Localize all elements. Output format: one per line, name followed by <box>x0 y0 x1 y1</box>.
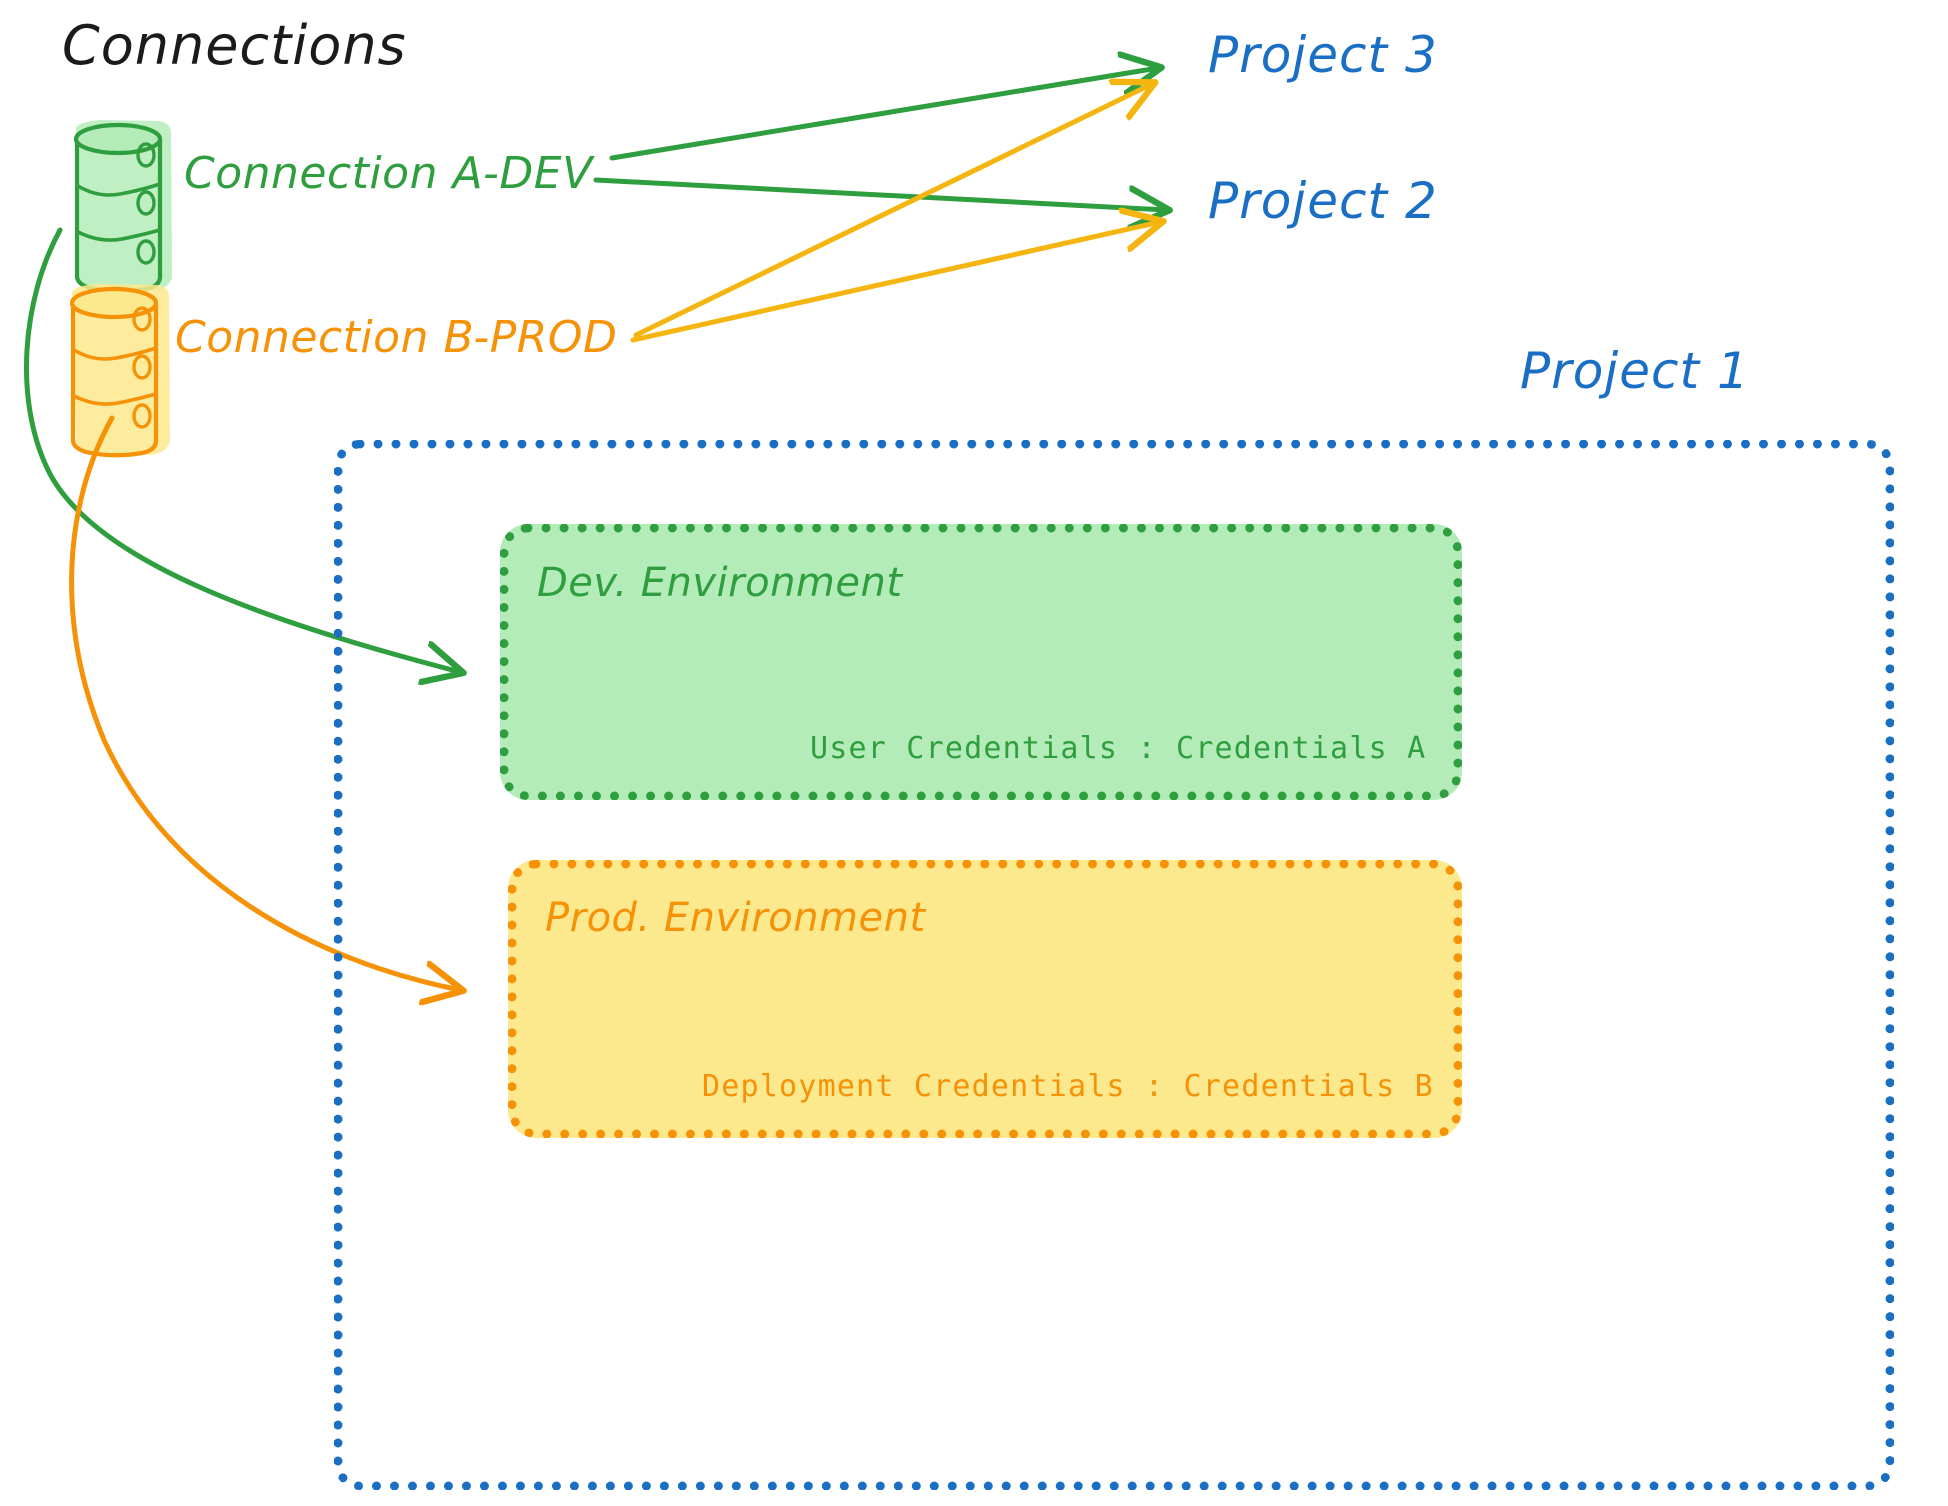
connection-b-label[interactable]: Connection B-PROD <box>175 312 618 363</box>
edge-conn-b-to-project-3 <box>633 84 1152 338</box>
dev-credentials-text: User Credentials : Credentials A <box>810 731 1427 766</box>
project-2-label[interactable]: Project 2 <box>1208 172 1438 230</box>
edge-conn-a-to-project-2 <box>593 177 1166 210</box>
project-3-label[interactable]: Project 3 <box>1208 26 1438 84</box>
prod-environment-title: Prod. Environment <box>545 895 926 941</box>
prod-credentials-text: Deployment Credentials : Credentials B <box>702 1069 1434 1104</box>
dev-environment-box[interactable] <box>500 524 1462 800</box>
dev-environment-title: Dev. Environment <box>537 560 903 606</box>
edge-conn-a-to-dev-environment <box>24 227 460 672</box>
database-cylinder-icon-b <box>69 284 170 458</box>
database-cylinder-icon-a <box>73 120 172 294</box>
prod-environment-box[interactable] <box>508 860 1462 1138</box>
connection-a-label[interactable]: Connection A-DEV <box>184 148 593 199</box>
project-1-container <box>334 440 1894 1490</box>
page-title: Connections <box>62 14 407 77</box>
project-1-label[interactable]: Project 1 <box>1520 342 1750 400</box>
edge-conn-b-to-prod-environment <box>69 415 460 990</box>
edge-conn-b-to-project-2 <box>630 222 1160 343</box>
edge-conn-a-to-project-3 <box>609 68 1158 161</box>
